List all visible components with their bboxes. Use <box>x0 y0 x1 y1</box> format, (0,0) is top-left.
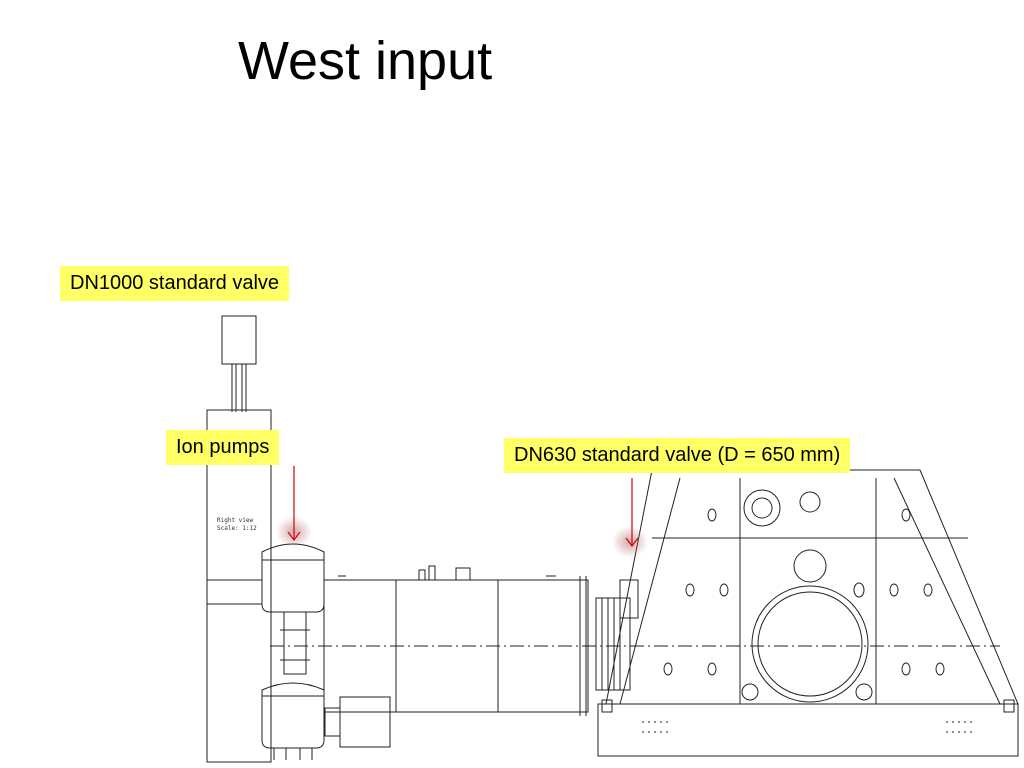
slide-title: West input <box>238 31 493 91</box>
dn630-highlight <box>612 526 648 558</box>
valve-housing <box>207 410 271 762</box>
drawing-view-name: Right view <box>217 517 254 524</box>
valve-actuator <box>222 316 256 364</box>
main-port <box>752 586 868 702</box>
dn630-valve <box>596 598 630 690</box>
dn1000-valve-label: DN1000 standard valve <box>60 266 290 301</box>
drawing-scale: Scale: 1:12 <box>217 525 257 532</box>
ion-pumps-label: Ion pumps <box>166 430 280 465</box>
vacuum-chamber <box>605 469 1019 705</box>
ion-pump-lower <box>262 683 324 748</box>
dn630-valve-label: DN630 standard valve (D = 650 mm) <box>504 438 851 473</box>
side-pump-box <box>340 697 390 747</box>
